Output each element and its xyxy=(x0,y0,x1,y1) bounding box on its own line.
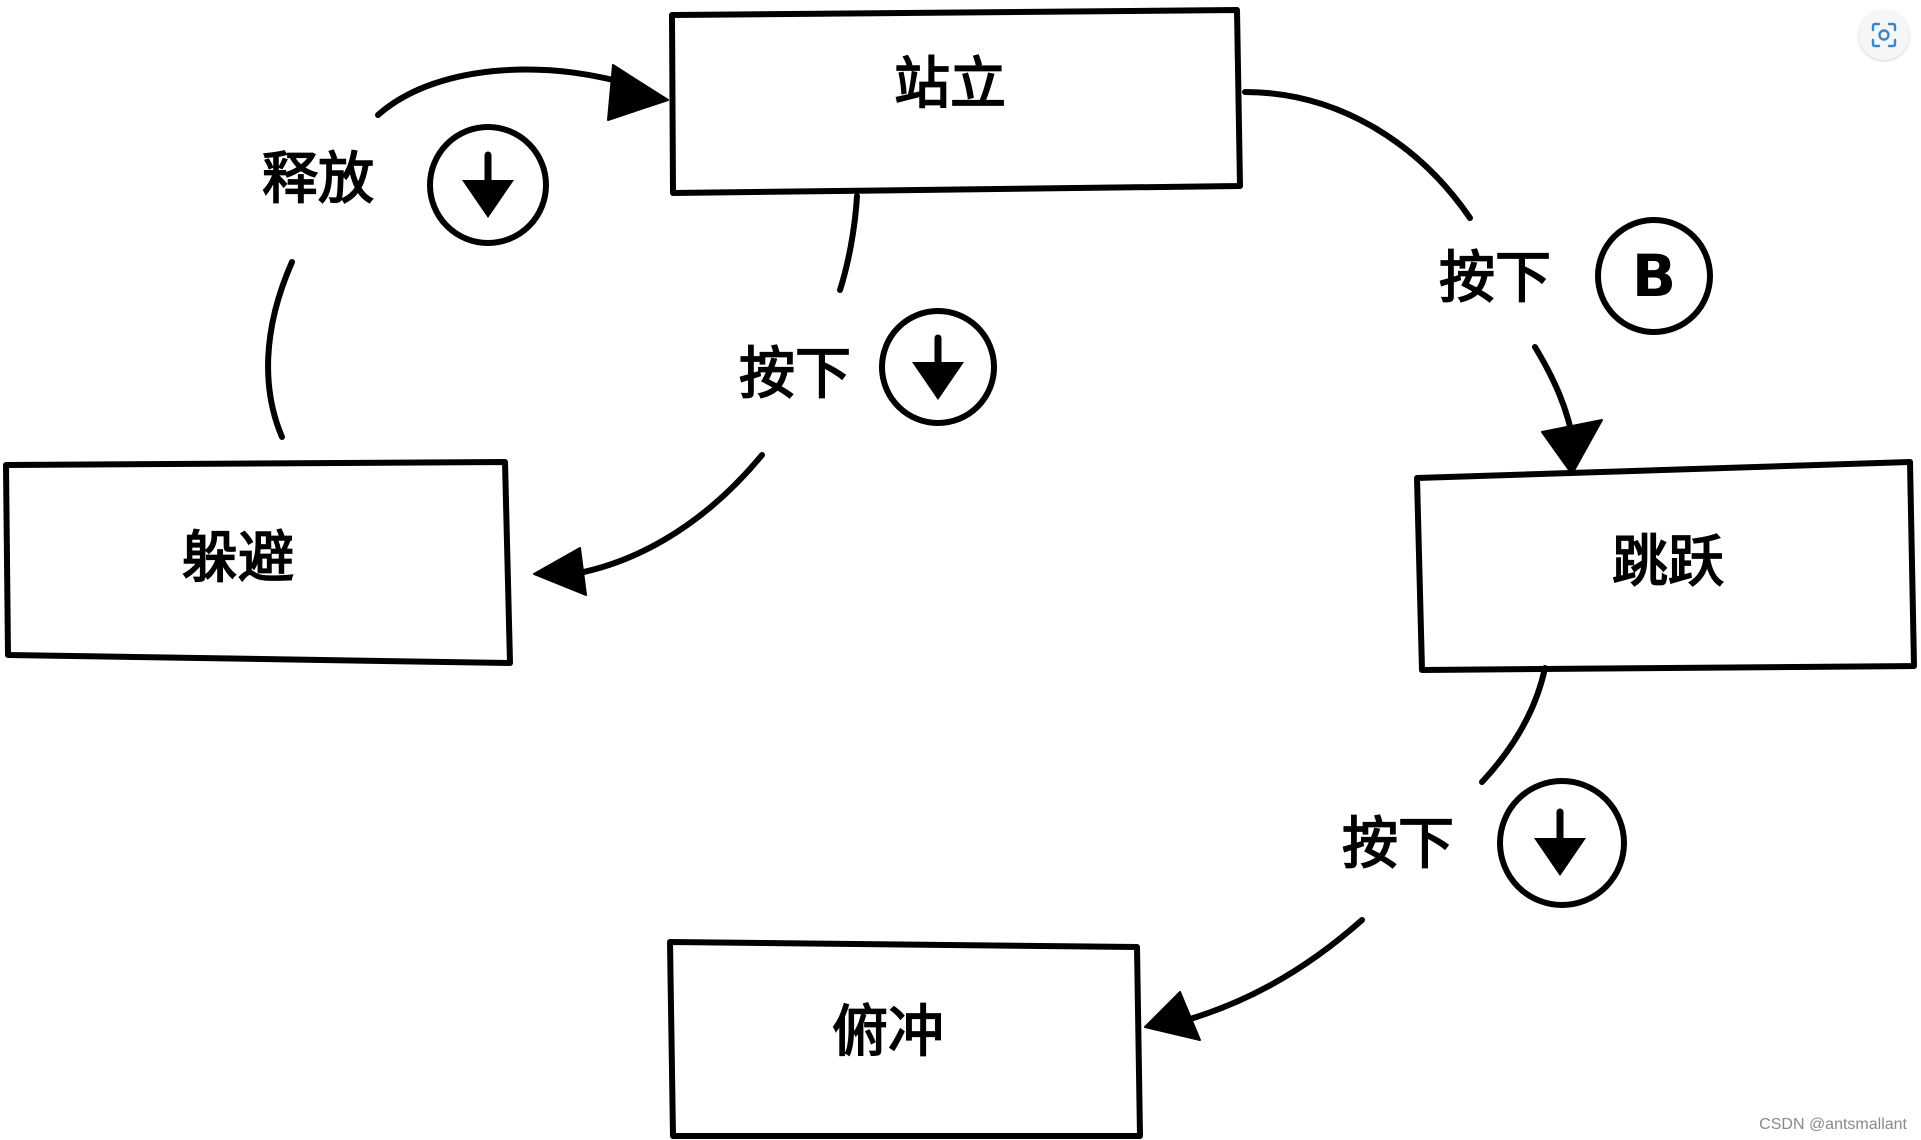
key-circle xyxy=(1497,778,1627,908)
press-b-label: 按下 xyxy=(1439,246,1551,311)
scan-icon[interactable] xyxy=(1859,10,1909,60)
edge-duck-lower xyxy=(565,452,765,578)
transition-press-down-dive: 按下 xyxy=(1144,665,1627,1041)
state-standing-label: 站立 xyxy=(894,52,1006,117)
edge-jump-upper xyxy=(1242,89,1473,221)
state-ducking-label: 躲避 xyxy=(182,526,294,591)
key-circle xyxy=(1595,217,1713,335)
edge-release-upper xyxy=(375,66,643,118)
transition-press-down-duck: 按下 xyxy=(533,193,997,596)
press-down-duck-label: 按下 xyxy=(739,342,851,407)
state-ducking: 躲避 xyxy=(3,459,513,666)
state-standing: 站立 xyxy=(669,7,1243,196)
down-arrow-icon xyxy=(1534,808,1586,876)
press-down-dive-label: 按下 xyxy=(1342,812,1454,877)
watermark: CSDN @antsmallant xyxy=(1759,1116,1907,1133)
edge-dive-upper xyxy=(1479,665,1548,785)
edge-dive-lower xyxy=(1177,917,1365,1025)
key-badge-release xyxy=(427,124,549,246)
b-key-label: B xyxy=(1632,242,1676,310)
arrowhead-duck xyxy=(533,547,587,596)
key-circle xyxy=(879,308,997,426)
state-jumping-label: 跳跃 xyxy=(1612,530,1725,595)
state-diving-label: 俯冲 xyxy=(832,1000,944,1065)
scan-icon-glyph xyxy=(1871,22,1897,48)
key-badge-duck xyxy=(879,308,997,426)
state-diving: 俯冲 xyxy=(667,939,1143,1139)
state-jumping: 跳跃 xyxy=(1414,459,1917,673)
arrowhead-jump xyxy=(1541,419,1603,475)
transition-release-down: 释放 xyxy=(262,64,669,440)
edge-duck-upper xyxy=(837,193,860,293)
key-badge-dive xyxy=(1497,778,1627,908)
release-label: 释放 xyxy=(262,147,374,212)
transition-press-b-jump: 按下 B xyxy=(1242,89,1713,475)
arrowhead-dive xyxy=(1144,991,1201,1041)
key-circle xyxy=(427,124,549,246)
key-badge-b: B xyxy=(1595,217,1713,335)
down-arrow-icon xyxy=(912,334,964,400)
arrowhead-release xyxy=(607,64,669,121)
down-arrow-icon xyxy=(462,151,514,218)
edge-release-lower xyxy=(265,259,295,440)
